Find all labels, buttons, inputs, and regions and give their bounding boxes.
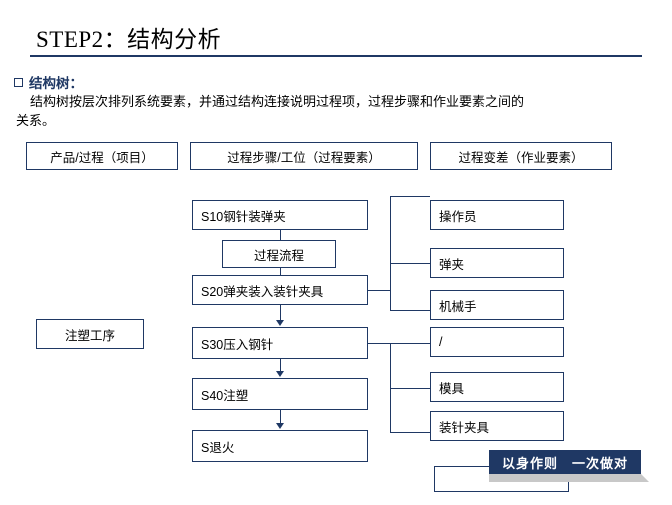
process-step-s40[interactable]: S40注塑 bbox=[192, 378, 368, 410]
bracket-s30-spine bbox=[390, 343, 391, 432]
connector-s10-to-flow bbox=[280, 230, 281, 240]
arrow-s30-to-s40-icon bbox=[276, 371, 284, 377]
bracket-s30-stem bbox=[368, 343, 390, 344]
connector-s20-to-s30 bbox=[280, 305, 281, 321]
work-element-needle-fixture[interactable]: 装针夹具 bbox=[430, 411, 564, 441]
bracket-s20-to-operator bbox=[390, 196, 430, 197]
work-element-operator[interactable]: 操作员 bbox=[430, 200, 564, 230]
connector-s40-to-annealing bbox=[280, 410, 281, 424]
bracket-s20-to-magazine bbox=[390, 263, 430, 264]
process-step-annealing[interactable]: S退火 bbox=[192, 430, 368, 462]
process-step-s10[interactable]: S10钢针装弹夹 bbox=[192, 200, 368, 230]
process-step-s30[interactable]: S30压入钢针 bbox=[192, 327, 368, 359]
bracket-s30-to-mold bbox=[390, 388, 430, 389]
connector-s30-to-s40 bbox=[280, 359, 281, 372]
process-flow-label-box[interactable]: 过程流程 bbox=[222, 240, 336, 268]
square-bullet-icon bbox=[14, 77, 23, 87]
bracket-s20-spine bbox=[390, 196, 391, 311]
slogan-banner-shadow bbox=[489, 474, 649, 482]
page-title: STEP2：结构分析 bbox=[36, 27, 222, 52]
section-heading-label: 结构树： bbox=[29, 76, 83, 91]
work-element-magazine[interactable]: 弹夹 bbox=[430, 248, 564, 278]
bracket-s30-to-fixture bbox=[390, 432, 430, 433]
process-step-s20[interactable]: S20弹夹装入装针夹具 bbox=[192, 275, 368, 305]
section-heading: 结构树： bbox=[14, 72, 83, 92]
section-paragraph: 结构树按层次排列系统要素，并通过结构连接说明过程项，过程步骤和作业要素之间的 关… bbox=[16, 92, 610, 130]
connector-flow-to-s20 bbox=[280, 268, 281, 275]
arrow-s40-to-annealing-icon bbox=[276, 423, 284, 429]
column-header-process-variation[interactable]: 过程变差（作业要素） bbox=[430, 142, 612, 170]
work-element-none[interactable]: / bbox=[430, 327, 564, 357]
footer-slogan: 以身作则 一次做对 bbox=[489, 450, 641, 474]
work-element-mold[interactable]: 模具 bbox=[430, 372, 564, 402]
arrow-s20-to-s30-icon bbox=[276, 320, 284, 326]
bracket-s30-to-none bbox=[390, 343, 430, 344]
paragraph-line-1: 结构树按层次排列系统要素，并通过结构连接说明过程项，过程步骤和作业要素之间的 bbox=[30, 94, 525, 109]
paragraph-line-2: 关系。 bbox=[16, 113, 56, 128]
column-header-process-step[interactable]: 过程步骤/工位（过程要素） bbox=[190, 142, 418, 170]
title-divider bbox=[30, 55, 642, 57]
column-header-product[interactable]: 产品/过程（项目） bbox=[26, 142, 178, 170]
bracket-s20-to-manipulator bbox=[390, 310, 430, 311]
bracket-s20-stem bbox=[368, 290, 390, 291]
left-item-injection-process[interactable]: 注塑工序 bbox=[36, 319, 144, 349]
work-element-manipulator[interactable]: 机械手 bbox=[430, 290, 564, 320]
